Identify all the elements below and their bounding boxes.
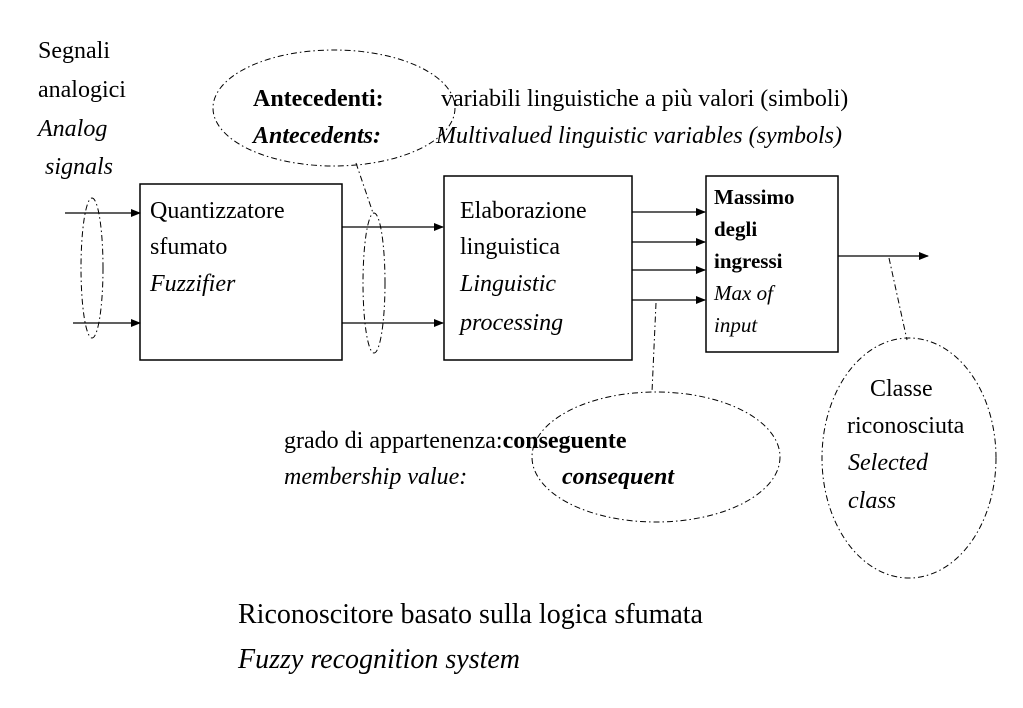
antecedents-en-line: Antecedents: Multivalued linguistic varia… xyxy=(251,123,842,149)
fuzzifier-it-1: Quantizzatore xyxy=(150,198,285,224)
antecedents-leader-line xyxy=(355,162,374,214)
consequent-it-line: grado di appartenenza:conseguente xyxy=(284,428,627,454)
consequent-it-label: grado di appartenenza: xyxy=(284,428,503,454)
consequent-en-label: membership value: xyxy=(284,464,467,490)
antecedent-group-ellipse xyxy=(362,212,386,354)
max-it-1: Massimo xyxy=(714,185,795,209)
output-en-2: class xyxy=(848,488,896,514)
input-label-en-1: Analog xyxy=(36,116,107,142)
input-label-it-1: Segnali xyxy=(38,38,110,64)
processing-box xyxy=(443,175,633,361)
input-label-it-2: analogici xyxy=(38,77,126,103)
consequent-leader-line xyxy=(651,302,657,393)
fuzzifier-box xyxy=(139,183,343,361)
processing-en-1: Linguistic xyxy=(459,271,556,297)
antecedents-ellipse xyxy=(212,49,456,167)
consequent-ellipse xyxy=(531,391,781,523)
input-group-ellipse xyxy=(80,197,104,339)
consequent-en-value: consequent xyxy=(562,464,675,490)
processing-it-2: linguistica xyxy=(460,234,560,260)
caption-it: Riconoscitore basato sulla logica sfumat… xyxy=(238,599,704,630)
consequent-en-line: membership value: consequent xyxy=(284,464,675,490)
consequent-it-value: conseguente xyxy=(503,428,627,454)
input-label-en-2: signals xyxy=(45,154,113,180)
max-it-3: ingressi xyxy=(714,249,783,273)
antecedents-en-label: Antecedents: xyxy=(251,123,381,149)
output-it-1: Classe xyxy=(870,376,933,402)
output-class-ellipse xyxy=(821,337,997,579)
fuzzifier-en-1: Fuzzifier xyxy=(149,271,236,297)
processing-it-1: Elaborazione xyxy=(460,198,587,224)
antecedents-en-text: Multivalued linguistic variables (symbol… xyxy=(435,123,842,149)
processing-en-2: processing xyxy=(458,310,563,336)
max-en-2: input xyxy=(714,313,758,337)
max-box xyxy=(705,175,839,353)
fuzzifier-it-2: sfumato xyxy=(150,234,227,260)
output-it-2: riconosciuta xyxy=(847,413,965,439)
output-leader-line xyxy=(888,257,908,341)
caption-en: Fuzzy recognition system xyxy=(237,644,520,675)
antecedents-it-text: variabili linguistiche a più valori (sim… xyxy=(441,86,848,112)
input-signals-label: Segnali analogici Analog signals xyxy=(36,38,126,180)
antecedents-it-label: Antecedenti: xyxy=(253,86,384,112)
max-it-2: degli xyxy=(714,217,757,241)
max-en-1: Max of xyxy=(713,281,776,305)
antecedents-it-line: Antecedenti: variabili linguistiche a più… xyxy=(253,86,848,112)
output-en-1: Selected xyxy=(848,450,929,476)
